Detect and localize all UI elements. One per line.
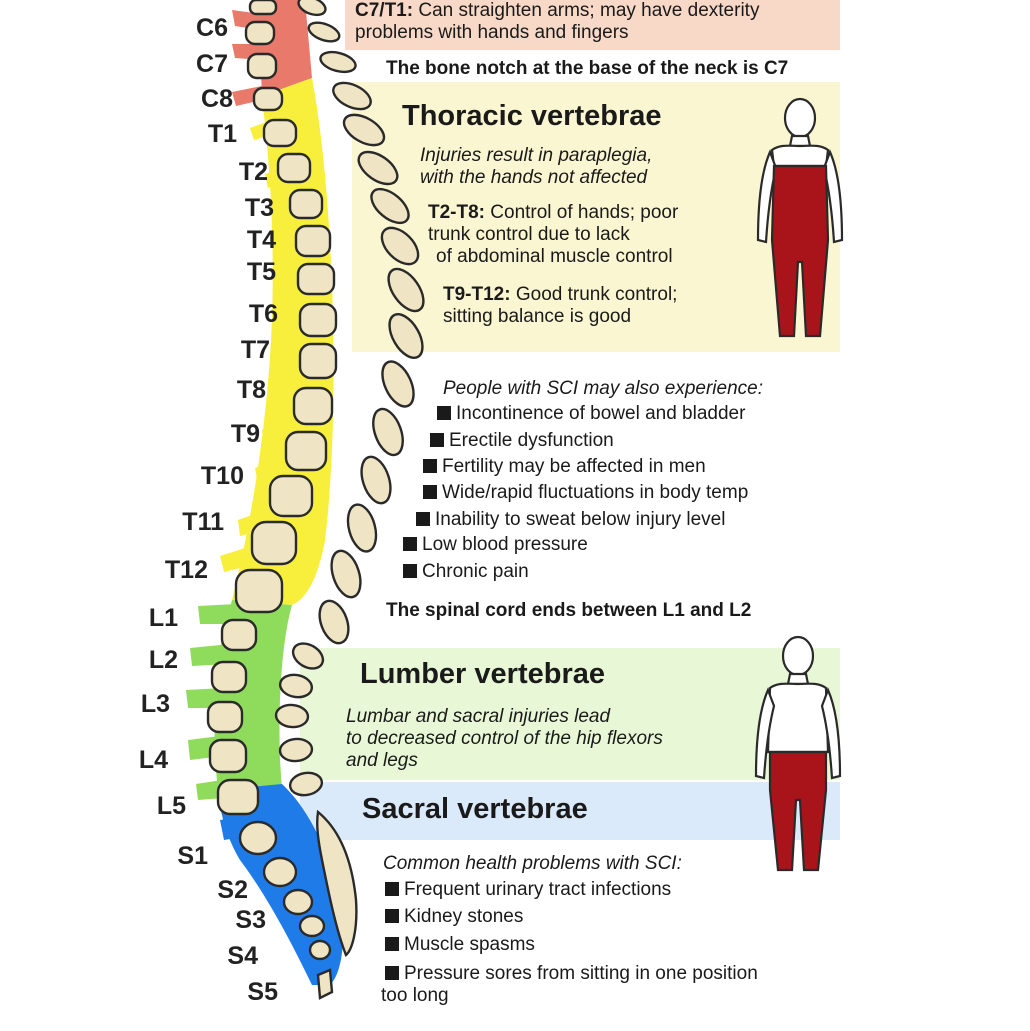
lumbar-body-figure xyxy=(754,635,842,872)
vertebra-label-l2: L2 xyxy=(148,646,178,674)
experience-item: Wide/rapid fluctuations in body temp xyxy=(423,482,748,504)
t9t12-line1: Good trunk control; xyxy=(515,284,678,305)
vertebra-label-t1: T1 xyxy=(207,120,237,148)
bullet-icon xyxy=(385,966,399,980)
common-item-continuation: too long xyxy=(381,985,449,1006)
common-item: Frequent urinary tract infections xyxy=(385,879,671,901)
t2t8-description: T2-T8: Control of hands; poor trunk cont… xyxy=(428,202,678,268)
lumbar-heading: Lumber vertebrae xyxy=(360,658,605,690)
thoracic-body-figure xyxy=(756,97,844,338)
spinous-processes xyxy=(274,0,425,957)
vertebra-label-t11: T11 xyxy=(182,508,224,536)
vertebra-label-c8: C8 xyxy=(201,85,233,113)
thoracic-intro-line2: with the hands not affected xyxy=(420,167,648,188)
lumbar-line3: and legs xyxy=(346,750,418,771)
vertebra-label-t3: T3 xyxy=(244,194,274,222)
experience-item: Low blood pressure xyxy=(403,534,588,556)
vertebra-label-t2: T2 xyxy=(238,158,268,186)
c7t1-description: C7/T1: Can straighten arms; may have dex… xyxy=(355,0,759,44)
bullet-icon xyxy=(403,564,417,578)
experience-item: Fertility may be affected in men xyxy=(423,456,706,478)
common-item: Pressure sores from sitting in one posit… xyxy=(381,963,758,1006)
vertebra-label-l1: L1 xyxy=(148,604,178,632)
vertebra-label-l4: L4 xyxy=(138,746,168,774)
thoracic-intro: Injuries result in paraplegia, with the … xyxy=(420,145,652,189)
experience-item: Erectile dysfunction xyxy=(430,430,614,452)
vertebra-label-t5: T5 xyxy=(246,258,276,286)
vertebral-bodies xyxy=(206,0,338,1000)
t2t8-line1: Control of hands; poor xyxy=(490,202,679,223)
t9t12-description: T9-T12: Good trunk control; sitting bala… xyxy=(443,284,677,328)
experience-item: Chronic pain xyxy=(403,561,529,583)
vertebra-label-t4: T4 xyxy=(246,226,276,254)
t2t8-term: T2-T8: xyxy=(428,202,485,223)
lumbar-panel xyxy=(300,648,840,780)
experience-item: Incontinence of bowel and bladder xyxy=(437,403,745,425)
vertebra-label-c7: C7 xyxy=(196,50,228,78)
bullet-icon xyxy=(430,433,444,447)
vertebra-label-t6: T6 xyxy=(248,300,278,328)
common-item: Kidney stones xyxy=(385,906,523,928)
experience-heading: People with SCI may also experience: xyxy=(443,378,763,399)
t2t8-line3: of abdominal muscle control xyxy=(436,246,673,267)
bullet-icon xyxy=(403,537,417,551)
vertebra-label-s5: S5 xyxy=(247,978,278,1006)
vertebra-label-t7: T7 xyxy=(240,336,270,364)
sacral-heading: Sacral vertebrae xyxy=(362,793,588,825)
bullet-icon xyxy=(385,909,399,923)
vertebra-label-t8: T8 xyxy=(236,376,266,404)
c7t1-line1: Can straighten arms; may have dexterity xyxy=(418,0,760,21)
vertebra-label-t12: T12 xyxy=(164,556,208,584)
t2t8-line2: trunk control due to lack xyxy=(428,224,630,245)
experience-item: Inability to sweat below injury level xyxy=(416,509,725,531)
common-heading: Common health problems with SCI: xyxy=(383,853,682,874)
vertebra-label-l5: L5 xyxy=(156,792,186,820)
thoracic-intro-line1: Injuries result in paraplegia, xyxy=(420,145,653,166)
t9t12-term: T9-T12: xyxy=(443,284,511,305)
bullet-icon xyxy=(437,406,451,420)
vertebra-label-s1: S1 xyxy=(177,842,208,870)
common-item: Muscle spasms xyxy=(385,934,535,956)
lumbar-description: Lumbar and sacral injuries lead to decre… xyxy=(346,706,663,772)
thoracic-heading: Thoracic vertebrae xyxy=(402,100,662,132)
t9t12-line2: sitting balance is good xyxy=(443,306,632,327)
bullet-icon xyxy=(385,882,399,896)
thoracic-nerves xyxy=(220,120,298,572)
vertebra-label-s3: S3 xyxy=(235,906,266,934)
bullet-icon xyxy=(416,512,430,526)
bullet-icon xyxy=(423,459,437,473)
vertebra-label-s2: S2 xyxy=(217,876,248,904)
vertebra-label-t10: T10 xyxy=(200,462,244,490)
vertebra-label-c6: C6 xyxy=(196,14,228,42)
bullet-icon xyxy=(423,485,437,499)
cord-note: The spinal cord ends between L1 and L2 xyxy=(386,600,752,621)
sacral-panel xyxy=(300,782,840,840)
c7t1-term: C7/T1: xyxy=(355,0,414,21)
notch-note: The bone notch at the base of the neck i… xyxy=(386,58,789,79)
c7t1-line2: problems with hands and fingers xyxy=(355,22,629,43)
vertebra-label-t9: T9 xyxy=(230,420,260,448)
bullet-icon xyxy=(385,937,399,951)
vertebra-label-s4: S4 xyxy=(227,942,258,970)
lumbar-line2: to decreased control of the hip flexors xyxy=(346,728,663,749)
vertebra-label-l3: L3 xyxy=(140,690,170,718)
lumbar-line1: Lumbar and sacral injuries lead xyxy=(346,706,611,727)
cervical-panel xyxy=(345,0,840,50)
